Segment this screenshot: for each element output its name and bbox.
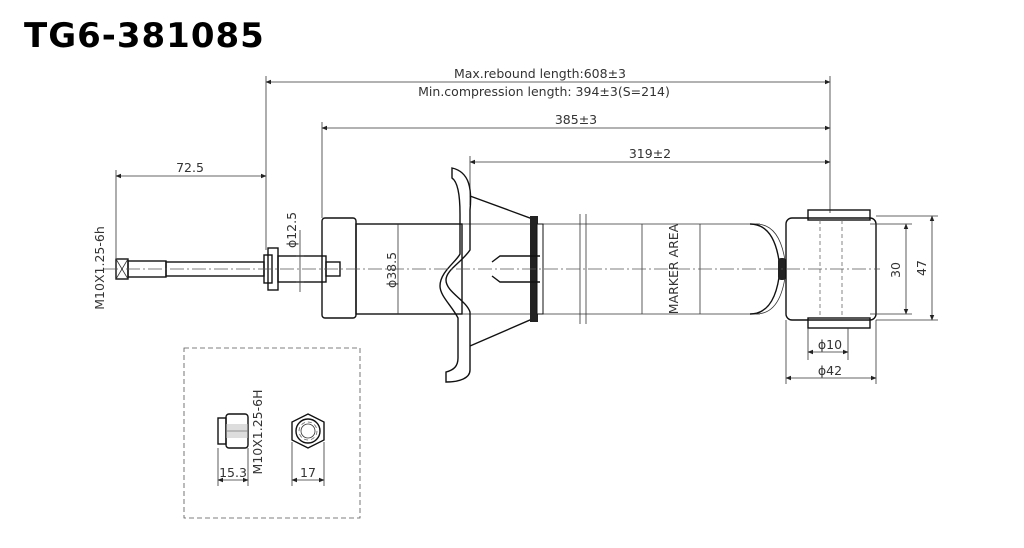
length-385-label: 385±3 (555, 112, 597, 127)
nut-front-view (291, 413, 325, 486)
body-diameter-label: ϕ38.5 (384, 252, 399, 288)
dimension-72-5 (115, 170, 267, 258)
rod-diameter-dim (296, 230, 304, 292)
rod-diameter-label: ϕ12.5 (284, 212, 299, 248)
top-cap (321, 217, 357, 319)
dimension-319 (469, 156, 831, 205)
nut-side-view (217, 413, 249, 486)
nut-height-label: 15.3 (219, 465, 247, 480)
height-30-label: 30 (888, 262, 903, 278)
nut-thread-label: M10X1.25-6H (250, 390, 265, 475)
eye-height-dims (870, 215, 938, 321)
max-rebound-label: Max.rebound length:608±3 (454, 66, 626, 81)
height-47-label: 47 (914, 260, 929, 276)
eye-diameter-dims (785, 320, 877, 384)
dimension-385 (321, 122, 831, 218)
spring-seat (439, 167, 544, 383)
dimension-max-rebound (265, 76, 831, 250)
marker-area-label: MARKER AREA (666, 223, 681, 314)
length-72-5-label: 72.5 (176, 160, 204, 175)
eye-outer-label: ϕ42 (818, 363, 842, 378)
nut-detail-box (183, 347, 361, 519)
nut-width-label: 17 (300, 465, 316, 480)
part-number-title: TG6-381085 (24, 16, 265, 56)
min-compression-label: Min.compression length: 394±3(S=214) (418, 84, 670, 99)
thread-label: M10X1.25-6h (92, 226, 107, 309)
length-319-label: 319±2 (629, 146, 671, 161)
eye-inner-label: ϕ10 (818, 337, 842, 352)
